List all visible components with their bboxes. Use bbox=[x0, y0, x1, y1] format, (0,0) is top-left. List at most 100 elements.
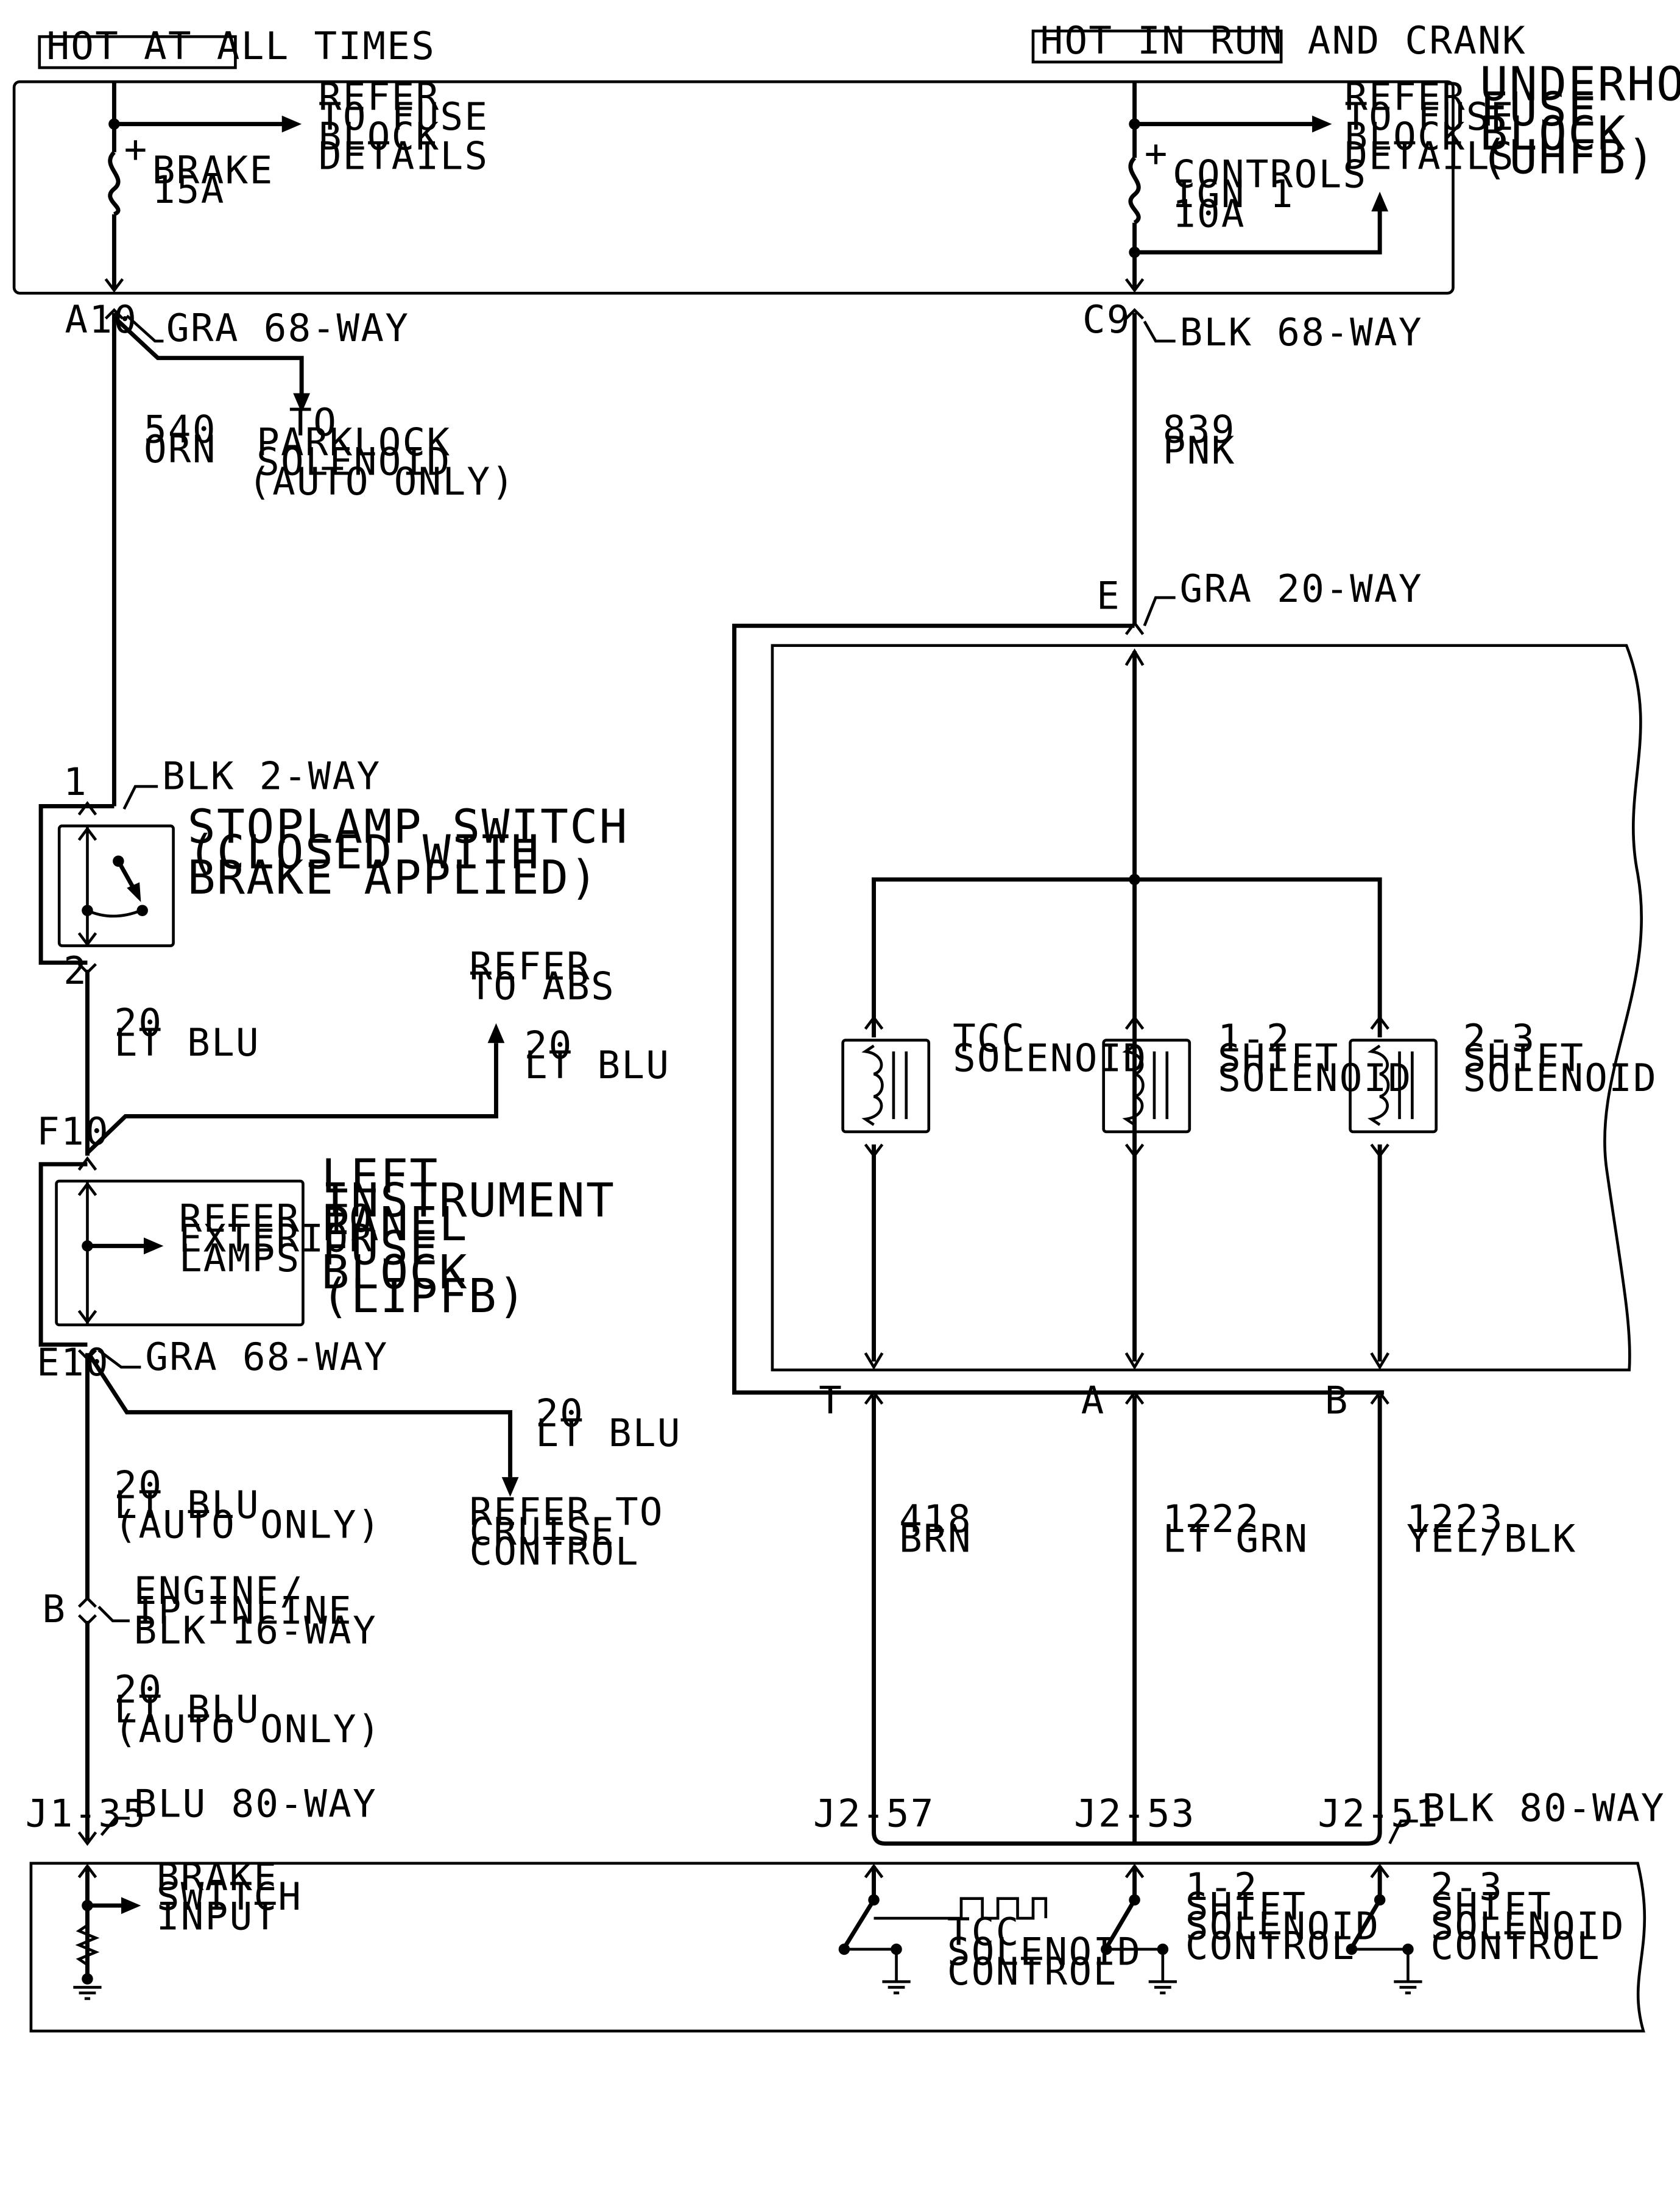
svg-text:1-2: 1-2 bbox=[1185, 1865, 1258, 1909]
stoplamp-switch-label: STOPLAMP SWITCH (CLOSED WITH BRAKE APPLI… bbox=[188, 800, 629, 905]
brake-fuse-plus: + bbox=[124, 127, 149, 171]
svg-text:(AUTO ONLY): (AUTO ONLY) bbox=[114, 1502, 381, 1547]
svg-text:(AUTO ONLY): (AUTO ONLY) bbox=[248, 459, 515, 504]
svg-text:1222: 1222 bbox=[1163, 1497, 1260, 1541]
shift-2-3-solenoid-label: 2-3 SHIFT SOLENOID bbox=[1463, 1016, 1657, 1100]
svg-text:BLOCK: BLOCK bbox=[1480, 107, 1626, 161]
lipfb-fuse-block bbox=[38, 1156, 305, 1361]
svg-text:BLK 16-WAY: BLK 16-WAY bbox=[134, 1608, 377, 1653]
svg-text:E: E bbox=[1096, 574, 1121, 618]
shift-1-2-control-label: 1-2 SHIFT SOLENOID CONTROL bbox=[1185, 1865, 1378, 1968]
shift-2-3-driver bbox=[1346, 1863, 1422, 1994]
abs-branch-wire bbox=[86, 1043, 498, 1155]
controls-fuse-icon bbox=[1128, 156, 1141, 225]
svg-text:BLK 2-WAY: BLK 2-WAY bbox=[162, 754, 381, 799]
svg-text:ORN: ORN bbox=[144, 427, 217, 471]
svg-text:CRUISE: CRUISE bbox=[469, 1509, 615, 1554]
wire-418-label: 418 BRN bbox=[899, 1497, 972, 1561]
svg-text:A10: A10 bbox=[65, 297, 138, 342]
svg-text:20: 20 bbox=[524, 1023, 573, 1068]
svg-text:REFER TO: REFER TO bbox=[179, 1196, 373, 1241]
svg-text:J1-35: J1-35 bbox=[26, 1792, 147, 1836]
svg-text:LT BLU: LT BLU bbox=[114, 1483, 260, 1527]
transmission-connector-pins: T A B bbox=[819, 1379, 1389, 1423]
svg-text:A: A bbox=[1081, 1379, 1106, 1423]
cruise-control-ref: REFER TO CRUISE CONTROL bbox=[469, 1489, 663, 1573]
connector-engine-ip-inline: B ENGINE/ IP INLINE BLK 16-WAY bbox=[42, 1569, 377, 1653]
connector-a10: A10 GRA 68-WAY bbox=[65, 297, 408, 350]
svg-text:LT BLU: LT BLU bbox=[114, 1020, 260, 1065]
svg-text:GRA 68-WAY: GRA 68-WAY bbox=[145, 1335, 388, 1379]
svg-text:REFER: REFER bbox=[319, 74, 440, 119]
svg-text:TO FUSE: TO FUSE bbox=[319, 94, 489, 139]
svg-text:UNDERHOOD: UNDERHOOD bbox=[1480, 57, 1680, 111]
svg-text:E10: E10 bbox=[37, 1340, 110, 1385]
svg-text:SOLENOID: SOLENOID bbox=[1463, 1056, 1657, 1100]
tcc-solenoid bbox=[841, 1015, 931, 1370]
connector-e: E GRA 20-WAY bbox=[1096, 567, 1423, 627]
svg-text:J2-53: J2-53 bbox=[1074, 1792, 1196, 1836]
svg-text:20: 20 bbox=[114, 1463, 163, 1508]
svg-text:FUSE: FUSE bbox=[322, 1221, 439, 1276]
svg-text:BLU 80-WAY: BLU 80-WAY bbox=[134, 1781, 377, 1826]
controls-fuse-plus: + bbox=[1145, 131, 1169, 175]
brake-fuse-label: BRAKE 15A bbox=[152, 148, 272, 212]
svg-text:REFER TO: REFER TO bbox=[469, 1489, 663, 1534]
wire-20-b-label: 20 LT BLU (AUTO ONLY) bbox=[114, 1463, 381, 1547]
transmission-harness bbox=[732, 620, 1643, 1395]
cruise-branch-wire bbox=[88, 1354, 513, 1477]
svg-text:(AUTO ONLY): (AUTO ONLY) bbox=[114, 1707, 381, 1751]
connector-stoplamp-1: 1 BLK 2-WAY bbox=[63, 754, 381, 810]
svg-text:418: 418 bbox=[899, 1497, 972, 1541]
svg-text:PARKLOCK: PARKLOCK bbox=[256, 420, 451, 464]
shift-1-2-solenoid bbox=[1102, 1015, 1191, 1370]
svg-text:J2-57: J2-57 bbox=[813, 1792, 935, 1836]
hot-in-run-and-crank-label: HOT IN RUN AND CRANK bbox=[1031, 18, 1526, 64]
svg-text:GRA 20-WAY: GRA 20-WAY bbox=[1180, 567, 1423, 611]
svg-text:INPUT: INPUT bbox=[157, 1894, 278, 1939]
svg-text:LT BLU: LT BLU bbox=[114, 1687, 260, 1731]
abs-ref: REFER TO ABS bbox=[469, 944, 613, 1008]
svg-text:EXTERIOR: EXTERIOR bbox=[179, 1216, 373, 1261]
svg-text:TO FUSE: TO FUSE bbox=[1344, 94, 1514, 139]
svg-text:(LIPFB): (LIPFB) bbox=[322, 1269, 528, 1324]
parklock-ref: TO PARKLOCK SOLENOID (AUTO ONLY) bbox=[248, 400, 515, 504]
svg-text:LAMPS: LAMPS bbox=[179, 1236, 301, 1280]
wire-20-a-label: 20 LT BLU bbox=[114, 1001, 260, 1065]
tcc-solenoid-label: TCC SOLENOID bbox=[953, 1016, 1147, 1080]
svg-text:SWITCH: SWITCH bbox=[157, 1874, 303, 1919]
svg-text:1: 1 bbox=[63, 760, 88, 804]
wire-20-c-label: 20 LT BLU (AUTO ONLY) bbox=[114, 1667, 381, 1751]
svg-text:20: 20 bbox=[114, 1001, 163, 1045]
wire-540-label: 540 ORN bbox=[144, 408, 217, 471]
svg-text:INSTRUMENT: INSTRUMENT bbox=[322, 1174, 616, 1228]
pcm-module bbox=[29, 1862, 1646, 2033]
uhfb-title: UNDERHOOD FUSE BLOCK (UHFB) bbox=[1480, 57, 1680, 185]
svg-text:TO: TO bbox=[289, 400, 337, 445]
svg-text:CONTROL: CONTROL bbox=[1185, 1924, 1355, 1968]
hot-in-run-text: HOT IN RUN AND CRANK bbox=[1040, 18, 1526, 63]
svg-text:20: 20 bbox=[114, 1667, 163, 1712]
hot-at-all-times-text: HOT AT ALL TIMES bbox=[46, 24, 436, 68]
svg-text:SHIFT: SHIFT bbox=[1463, 1036, 1585, 1080]
svg-text:REFER: REFER bbox=[1344, 74, 1466, 119]
svg-text:BRAKE: BRAKE bbox=[157, 1855, 278, 1899]
svg-text:1-2: 1-2 bbox=[1218, 1016, 1291, 1061]
solenoid-output-wires bbox=[872, 1395, 1382, 1846]
svg-text:STOPLAMP SWITCH: STOPLAMP SWITCH bbox=[188, 800, 629, 855]
svg-text:REFER: REFER bbox=[469, 944, 591, 989]
svg-text:CONTROL: CONTROL bbox=[469, 1529, 639, 1573]
refer-fuse-details-left: REFER TO FUSE BLOCK DETAILS bbox=[319, 74, 489, 178]
svg-text:FUSE: FUSE bbox=[1480, 83, 1597, 137]
svg-text:BLOCK: BLOCK bbox=[322, 1246, 468, 1300]
solenoid-feed-bus bbox=[872, 877, 1382, 1037]
refer-fuse-details-right: REFER TO FUSE BLOCK DETAILS bbox=[1344, 74, 1514, 178]
svg-text:(CLOSED WITH: (CLOSED WITH bbox=[188, 825, 540, 880]
svg-text:CONTROL: CONTROL bbox=[1430, 1924, 1600, 1968]
svg-text:SOLENOID: SOLENOID bbox=[953, 1036, 1147, 1080]
stoplamp-switch bbox=[38, 800, 175, 975]
wire-20-cruise-label: 20 LT BLU bbox=[535, 1391, 680, 1455]
svg-text:LEFT: LEFT bbox=[322, 1149, 439, 1204]
brake-switch-input-circuit bbox=[73, 1863, 141, 2000]
